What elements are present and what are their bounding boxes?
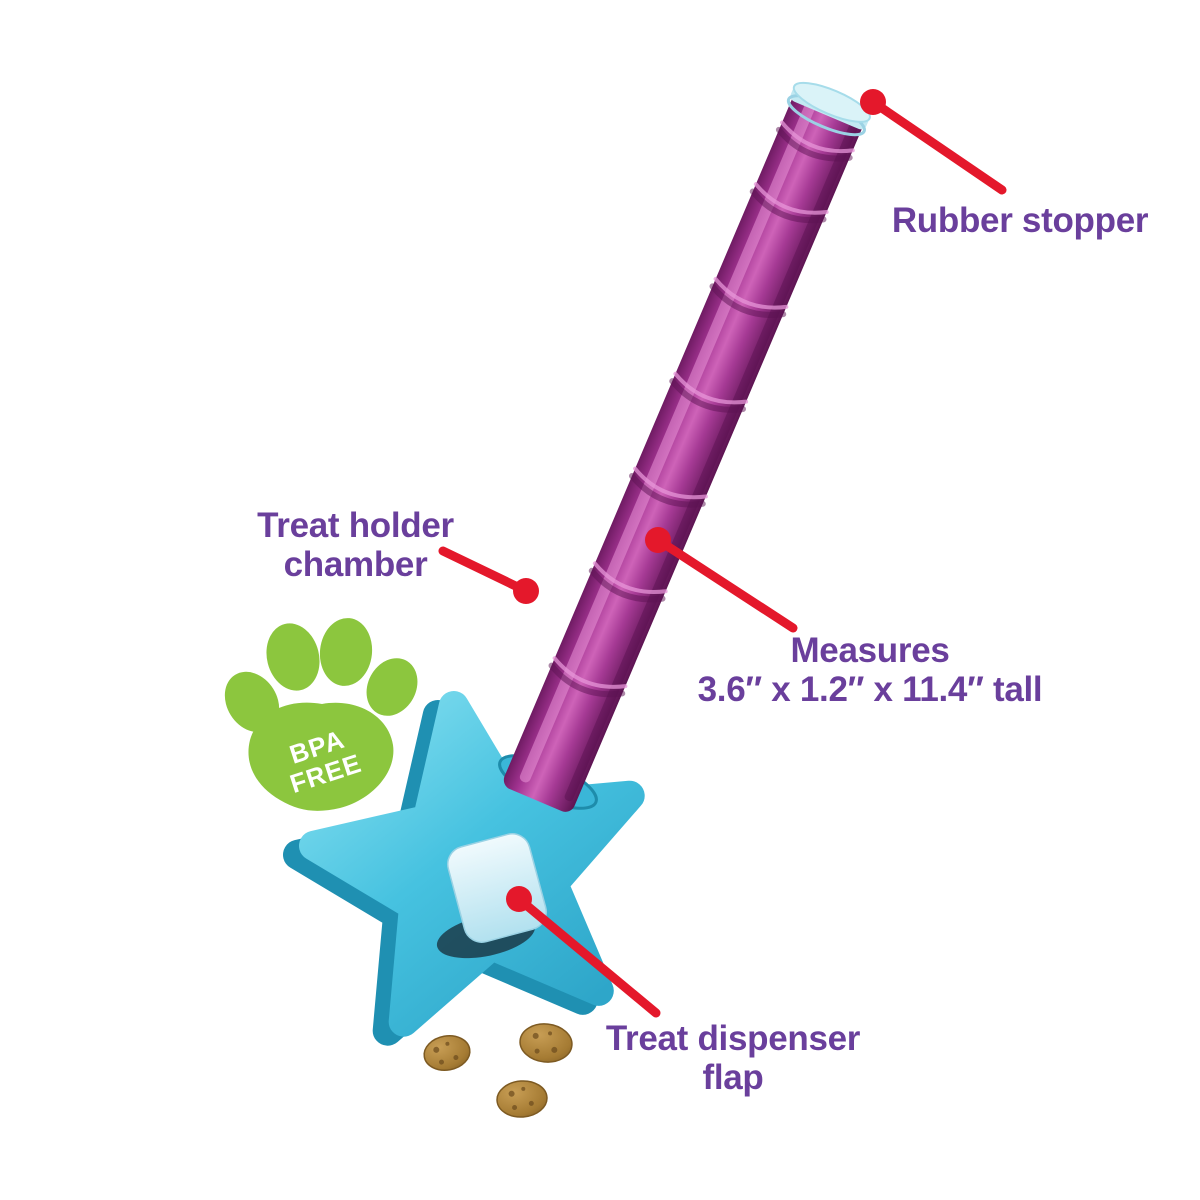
label-text-line: Measures [790,631,950,670]
treat-kibble [519,1023,573,1063]
label-text-line: flap [702,1058,764,1098]
tube-threads [548,120,855,698]
label-rubber-stopper: Rubber stopper [855,201,1185,240]
label-treat-dispenser-flap: Treat dispenser flap [558,1019,908,1097]
flap [447,833,547,943]
callout-dot-treat-holder [513,578,539,604]
callout-dots [506,89,886,912]
callout-line-treat-holder [438,546,531,596]
callout-dot-rubber-stopper [860,89,886,115]
tube-highlight [519,100,817,783]
callout-dot-dispenser-flap [506,886,532,912]
label-text-line: Treat holder [257,506,454,545]
callout-line-measures [653,535,798,633]
tube-shade [564,118,860,802]
rubber-stopper [786,81,871,137]
callout-line-rubber-stopper [868,97,1007,195]
label-text-line: 3.6″ x 1.2″ x 11.4″ tall [697,670,1043,710]
paw-print-icon [224,618,418,811]
treat-kibble [423,1035,471,1071]
label-measures: Measures 3.6″ x 1.2″ x 11.4″ tall [640,631,1100,709]
label-text-line: Rubber stopper [891,201,1149,240]
treats [423,1023,573,1118]
treat-dispenser-flap [436,833,547,959]
callout-line-dispenser-flap [514,894,661,1018]
callout-lines [438,97,1007,1018]
callout-dot-measures [645,527,671,553]
tube-body [503,88,865,812]
treat-kibble [496,1080,548,1118]
label-text-line: Treat dispenser [605,1019,861,1058]
treat-tube [503,81,871,812]
bpa-free-badge: BPA FREE [224,618,418,811]
label-text-line: chamber [283,545,428,585]
label-treat-holder-chamber: Treat holder chamber [198,506,513,584]
